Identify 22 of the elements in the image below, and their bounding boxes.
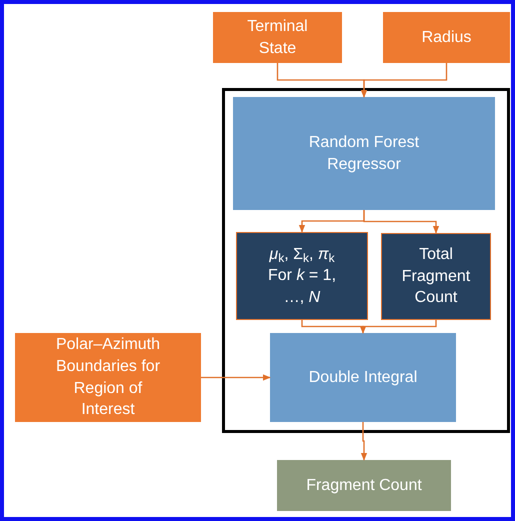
output-box	[381, 233, 491, 320]
box-label: Total Fragment Count	[400, 245, 472, 308]
box-label: Polar–Azimuth Boundaries for Region of Interest	[54, 335, 162, 420]
result-box	[277, 460, 451, 511]
arrow	[360, 422, 368, 461]
arrow	[201, 374, 271, 381]
process-box	[270, 333, 456, 422]
input-box	[213, 12, 342, 63]
arrow	[360, 63, 448, 98]
box-label: Random Forest Regressor	[308, 132, 420, 174]
model-frame	[222, 88, 510, 433]
input-box	[383, 12, 510, 63]
box-label: Fragment Count	[306, 476, 422, 496]
process-box	[233, 97, 495, 210]
arrow	[363, 210, 440, 234]
box-label: Terminal State	[246, 16, 309, 58]
box-label: Radius	[422, 28, 472, 48]
box-label: Double Integral	[308, 368, 418, 388]
box-label: μ$_{k}$, Σ$_{k}$, π$_{k}$ For k = 1, …, N	[266, 244, 338, 308]
output-box	[236, 232, 368, 320]
input-box	[15, 333, 201, 422]
arrow	[360, 320, 437, 334]
